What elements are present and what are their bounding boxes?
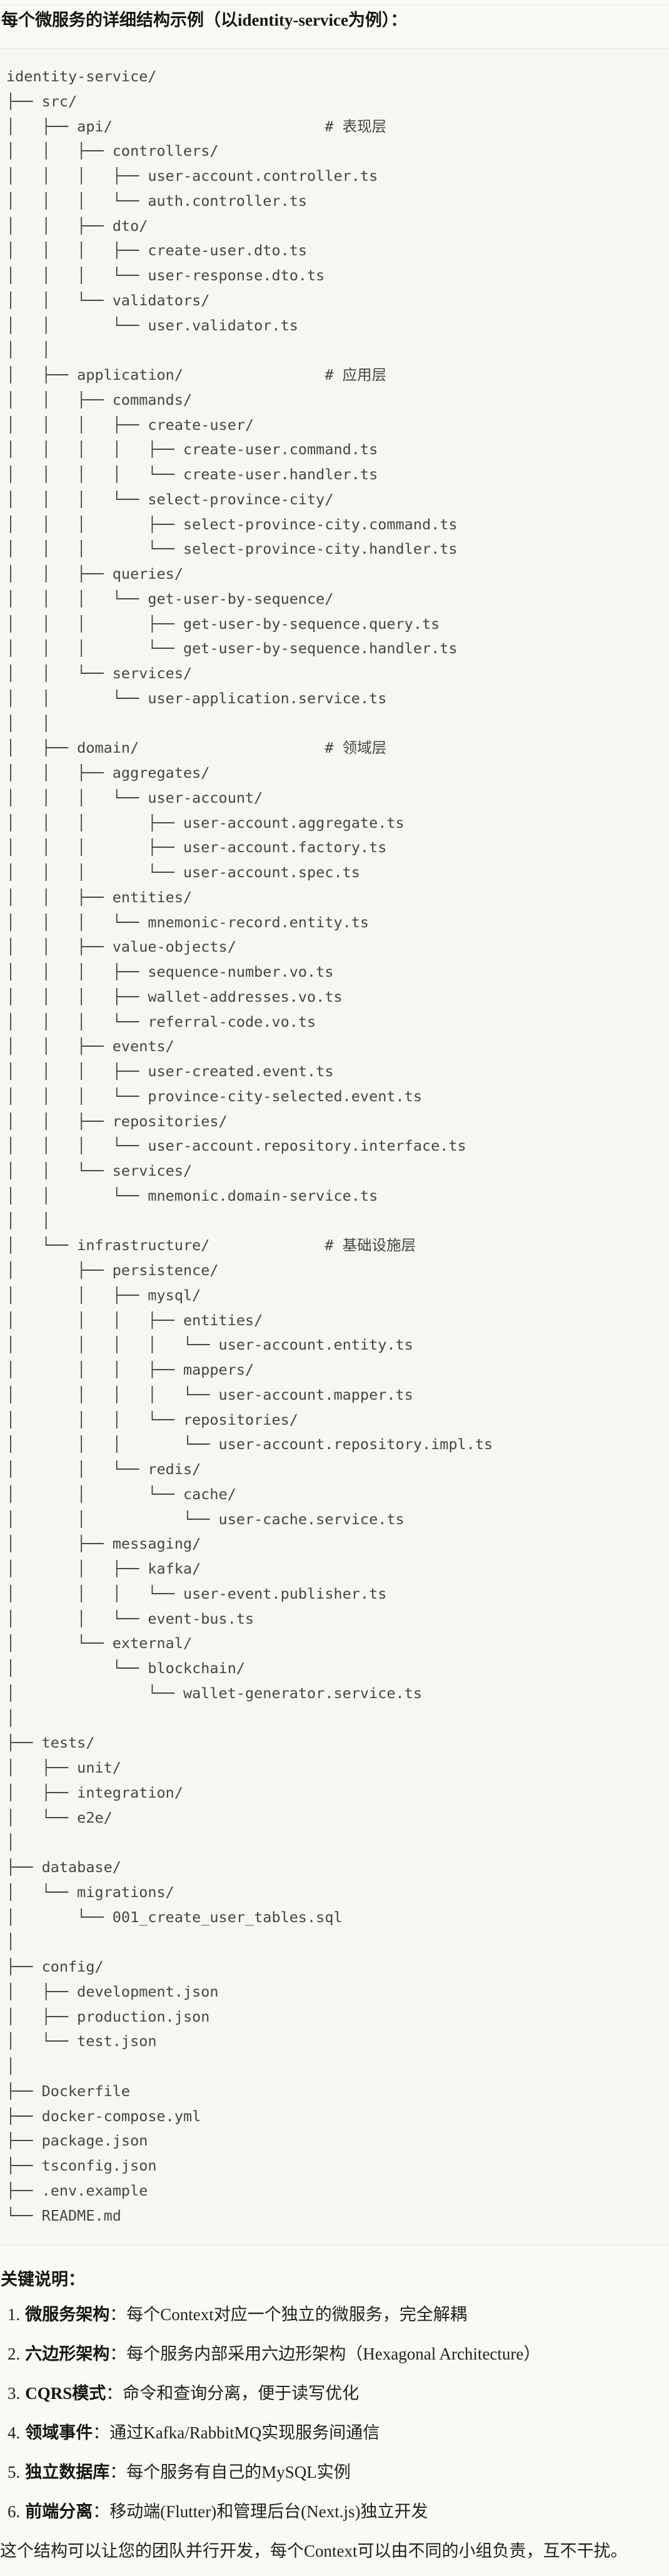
list-item-number: 4. — [8, 2423, 21, 2443]
list-item: 6.前端分离：移动端(Flutter)和管理后台(Next.js)独立开发 — [0, 2498, 669, 2525]
list-item-number: 3. — [8, 2384, 21, 2403]
notes-heading: 关键说明： — [1, 2270, 85, 2289]
list-item-term: CQRS模式 — [25, 2384, 106, 2403]
list-item-text: ：移动端(Flutter)和管理后台(Next.js)独立开发 — [93, 2502, 428, 2522]
list-item: 1.微服务架构：每个Context对应一个独立的微服务，完全解耦 — [0, 2301, 669, 2328]
list-item-term: 领域事件 — [25, 2423, 93, 2443]
list-item: 4.领域事件：通过Kafka/RabbitMQ实现服务间通信 — [0, 2420, 669, 2446]
closing-paragraph: 这个结构可以让您的团队并行开发，每个Context可以由不同的小组负责，互不干扰… — [0, 2542, 628, 2561]
list-item-number: 2. — [8, 2344, 21, 2364]
list-item-text: ：每个服务有自己的MySQL实例 — [109, 2463, 351, 2482]
list-item-term: 独立数据库 — [25, 2463, 110, 2482]
list-item-number: 5. — [8, 2463, 21, 2482]
notes-list: 1.微服务架构：每个Context对应一个独立的微服务，完全解耦 2.六边形架构… — [0, 2301, 669, 2525]
top-divider — [0, 4, 669, 5]
list-item: 3.CQRS模式：命令和查询分离，便于读写优化 — [0, 2380, 669, 2406]
list-item-term: 微服务架构 — [25, 2305, 110, 2324]
list-item-text: ：通过Kafka/RabbitMQ实现服务间通信 — [93, 2423, 380, 2443]
list-item-term: 前端分离 — [25, 2502, 93, 2522]
page-title: 每个微服务的详细结构示例（以identity-service为例）： — [1, 11, 408, 29]
list-item-text: ：每个服务内部采用六边形架构（Hexagonal Architecture） — [109, 2344, 541, 2364]
list-item-text: ：命令和查询分离，便于读写优化 — [106, 2384, 360, 2403]
list-item-number: 1. — [8, 2305, 21, 2324]
code-block: identity-service/ ├── src/ │ ├── api/ # … — [0, 48, 669, 2246]
list-item: 5.独立数据库：每个服务有自己的MySQL实例 — [0, 2459, 669, 2485]
list-item-number: 6. — [8, 2502, 21, 2522]
list-item-term: 六边形架构 — [25, 2344, 110, 2364]
directory-tree: identity-service/ ├── src/ │ ├── api/ # … — [6, 68, 493, 2224]
list-item: 2.六边形架构：每个服务内部采用六边形架构（Hexagonal Architec… — [0, 2341, 669, 2367]
list-item-text: ：每个Context对应一个独立的微服务，完全解耦 — [109, 2305, 467, 2324]
